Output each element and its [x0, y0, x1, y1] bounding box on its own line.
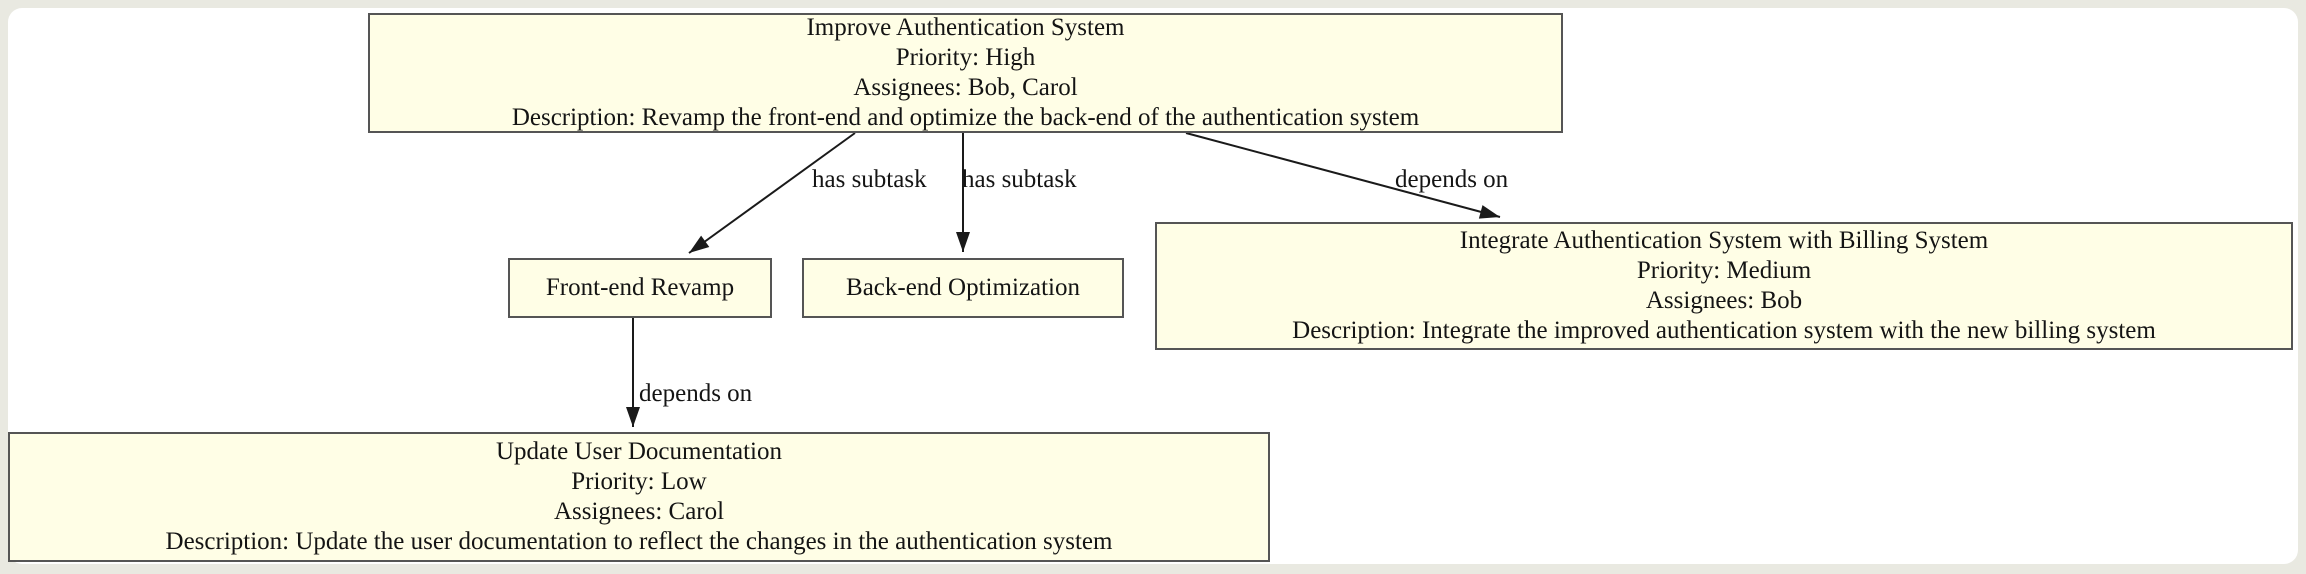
edge-label: has subtask [812, 166, 927, 193]
task-node-title: Update User Documentation [495, 438, 783, 465]
edge-label: has subtask [962, 166, 1077, 193]
task-node-description: Description: Integrate the improved auth… [1292, 317, 2156, 344]
task-node-integrate-authentication-system-with-billing-system[interactable]: Integrate Authentication System with Bil… [1155, 222, 2293, 350]
edge-arrowhead [1478, 205, 1500, 219]
task-node-title: Front-end Revamp [545, 274, 735, 301]
task-node-assignees: Assignees: Carol [553, 498, 725, 525]
task-node-back-end-optimization[interactable]: Back-end Optimization [802, 258, 1124, 318]
graph-edge [956, 133, 970, 252]
edge-label: depends on [1395, 166, 1509, 193]
task-node-assignees: Assignees: Bob [1645, 287, 1803, 314]
task-node-assignees: Assignees: Bob, Carol [853, 74, 1078, 101]
task-node-title: Improve Authentication System [806, 14, 1125, 41]
graph-edge [1185, 132, 1501, 219]
task-node-title: Integrate Authentication System with Bil… [1459, 227, 1989, 254]
edge-label: depends on [639, 380, 753, 407]
edge-line [1185, 132, 1501, 218]
edge-arrowhead [956, 232, 970, 252]
edge-arrowhead [689, 235, 710, 253]
task-node-description: Description: Update the user documentati… [165, 528, 1113, 555]
graph-edge [688, 132, 856, 254]
task-node-front-end-revamp[interactable]: Front-end Revamp [508, 258, 772, 318]
edge-line [688, 132, 856, 254]
task-node-title: Back-end Optimization [846, 274, 1080, 301]
task-node-priority: Priority: Low [571, 468, 707, 495]
task-node-priority: Priority: Medium [1636, 257, 1812, 284]
task-node-priority: Priority: High [895, 44, 1036, 71]
edge-arrowhead [626, 407, 640, 427]
task-node-description: Description: Revamp the front-end and op… [511, 104, 1420, 131]
graph-edge [626, 318, 640, 427]
